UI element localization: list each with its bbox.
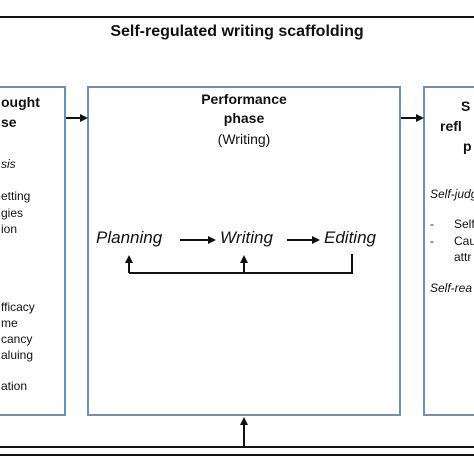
self-reaction-fragment: Self-rea bbox=[430, 281, 473, 295]
reflection-bullet-text: Self bbox=[454, 217, 474, 231]
performance-title-line2: phase bbox=[223, 110, 265, 126]
step-editing: Editing bbox=[324, 228, 376, 247]
performance-phase-subtitle: (Writing) bbox=[217, 131, 271, 147]
forethought-phase-box bbox=[0, 86, 66, 416]
forethought-item: gies bbox=[1, 206, 24, 220]
performance-phase-box bbox=[87, 86, 401, 416]
performance-phase-title: Performance phase bbox=[87, 90, 401, 128]
forethought-title-line2: se bbox=[1, 114, 17, 130]
reflection-title-line1: S bbox=[461, 98, 471, 114]
step-writing: Writing bbox=[220, 228, 273, 247]
feedback-loop-line bbox=[129, 254, 353, 274]
forethought-title-line1: ought bbox=[1, 94, 40, 110]
forethought-heading-fragment: sis bbox=[1, 157, 16, 171]
forethought-item: fficacy bbox=[1, 300, 35, 314]
forethought-item: me bbox=[1, 316, 18, 330]
diagram-title: Self-regulated writing scaffolding bbox=[110, 23, 364, 40]
self-reflection-phase-box bbox=[423, 86, 474, 416]
forethought-item: etting bbox=[1, 189, 31, 203]
reflection-bullet-continuation: attr bbox=[454, 250, 472, 264]
reflection-title-line2: refl bbox=[440, 118, 462, 134]
forethought-item: ation bbox=[1, 379, 28, 393]
forethought-item: ion bbox=[1, 222, 18, 236]
reflection-bullet-text: Cau bbox=[454, 234, 474, 248]
reflection-title-line3: p bbox=[463, 138, 472, 154]
forethought-item: cancy bbox=[1, 332, 33, 346]
outer-frame bbox=[0, 16, 474, 456]
reflection-bullet-dash: - bbox=[430, 234, 434, 248]
self-judgment-fragment: Self-judg bbox=[430, 187, 474, 201]
step-planning: Planning bbox=[96, 228, 163, 247]
performance-title-line1: Performance bbox=[201, 91, 287, 107]
forethought-item: aluing bbox=[1, 348, 34, 362]
reflection-bullet-dash: - bbox=[430, 217, 434, 231]
